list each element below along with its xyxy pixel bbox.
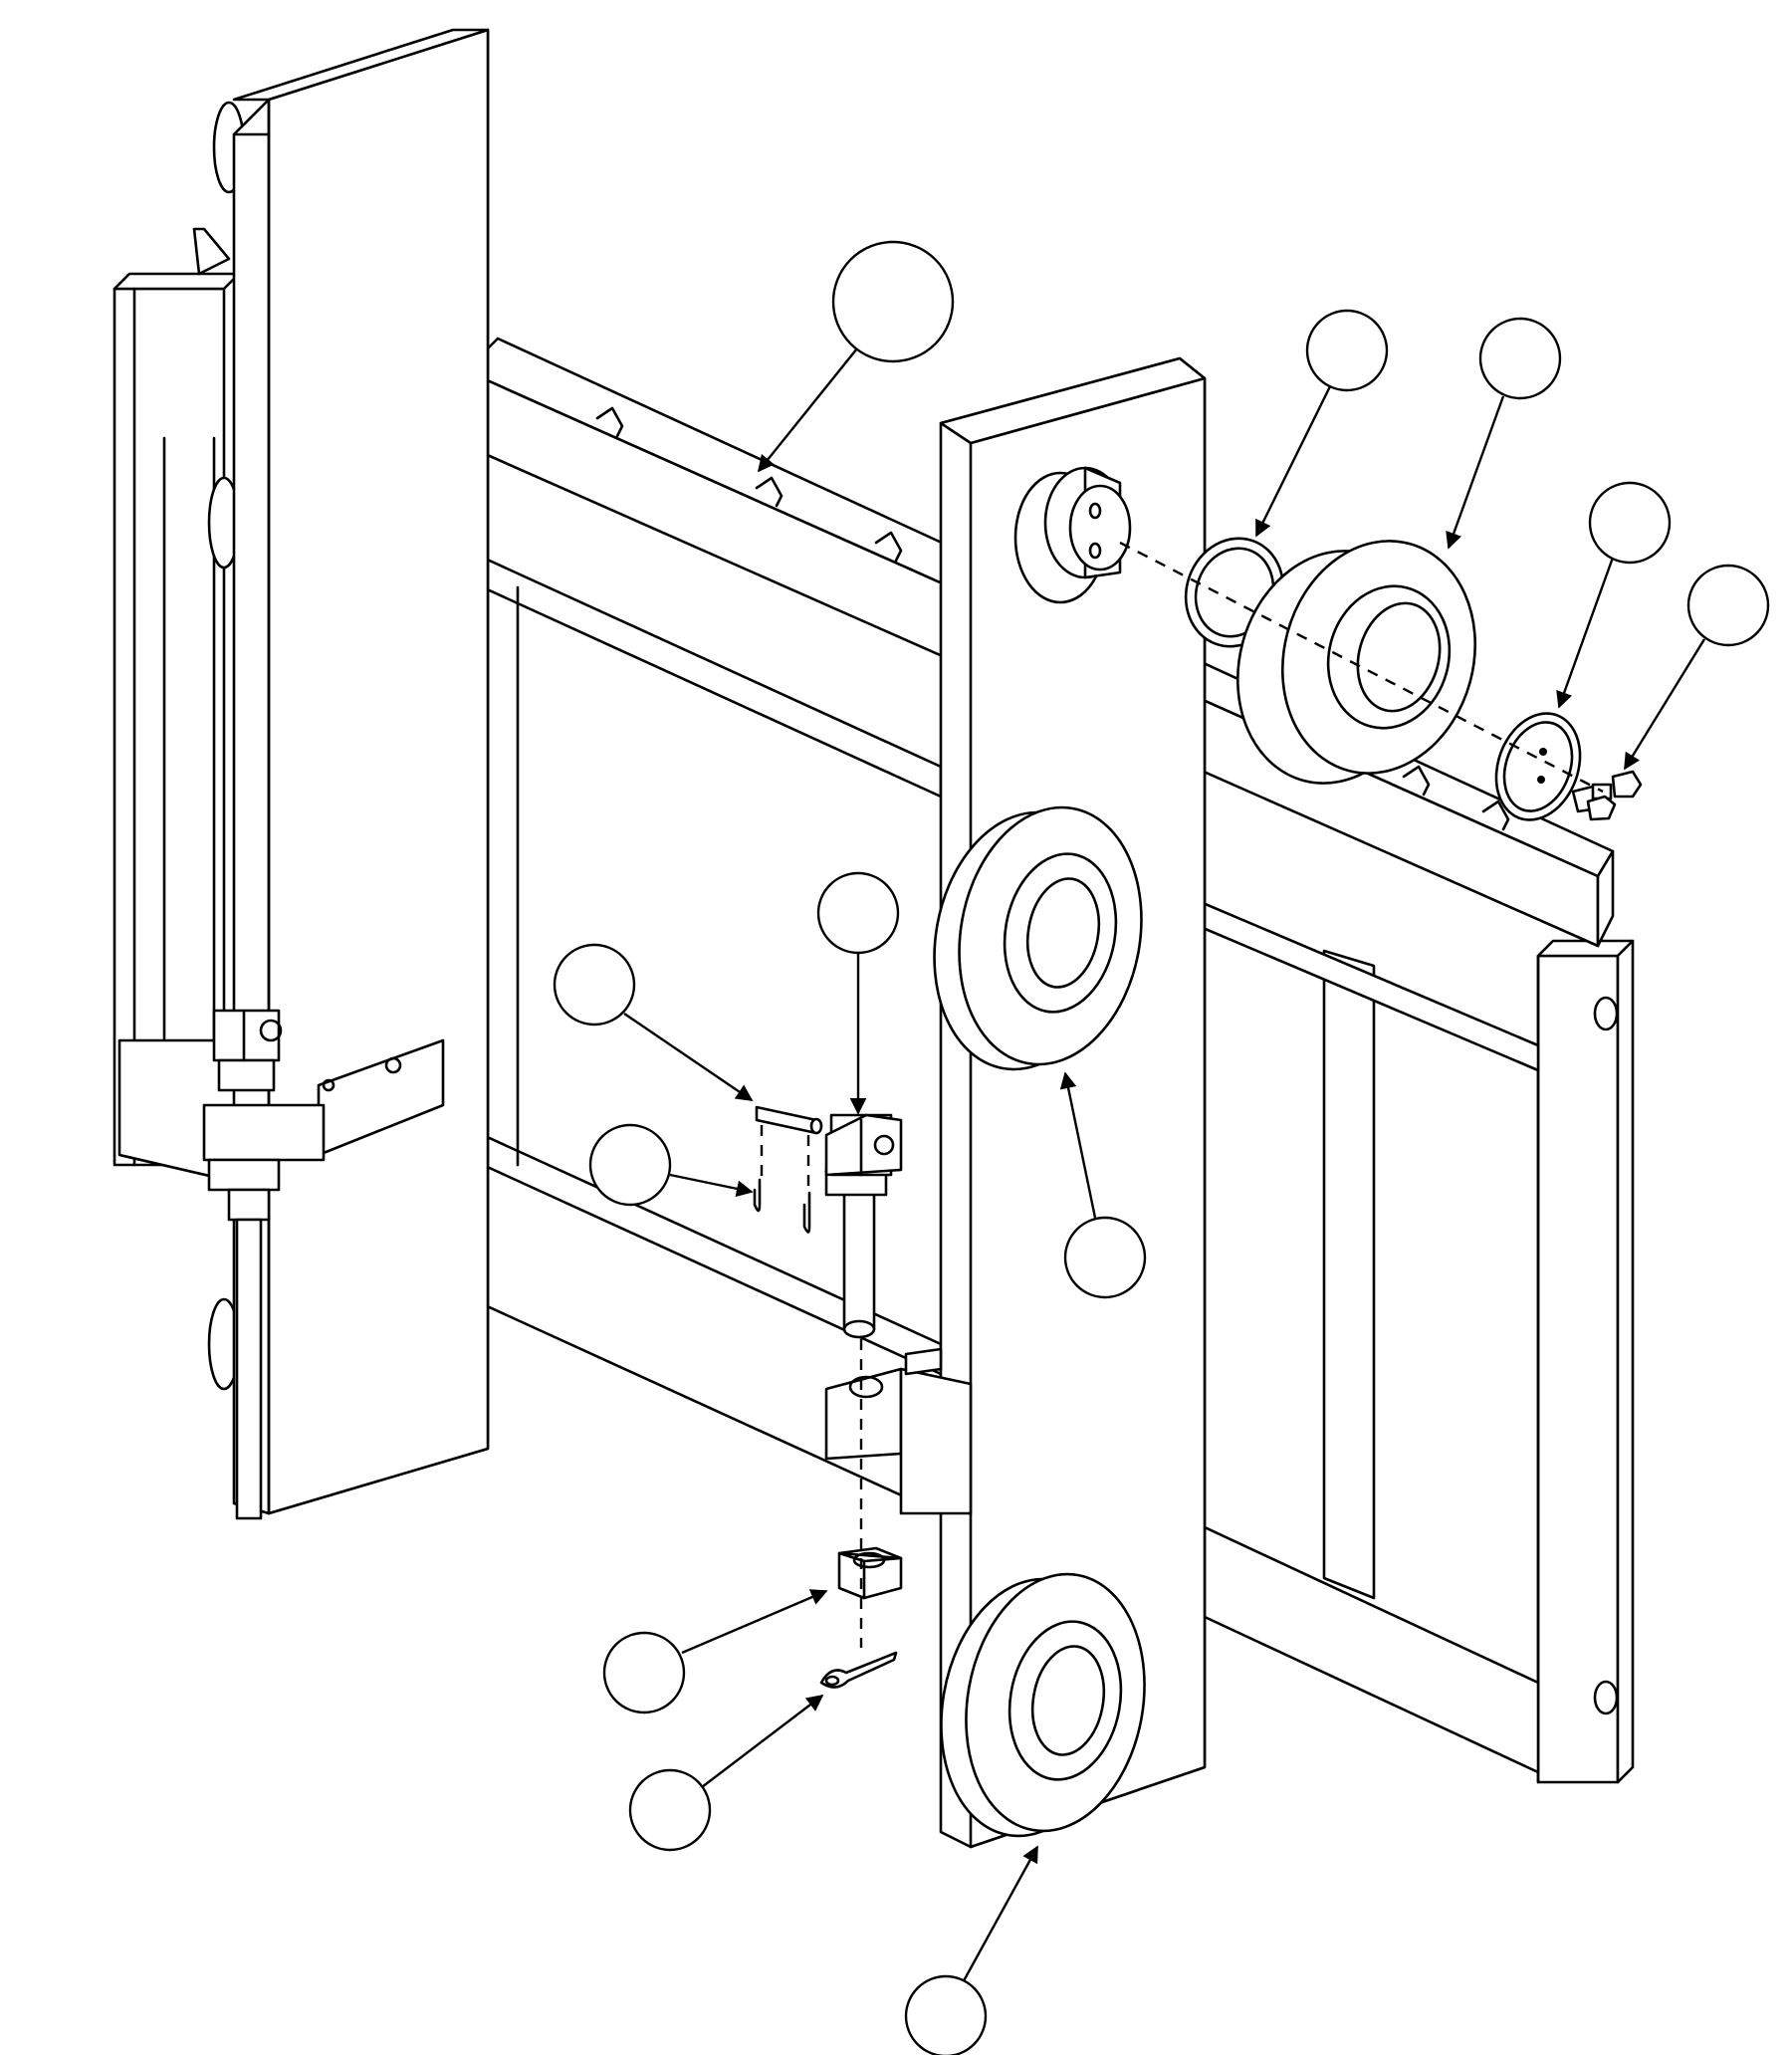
bolts: [1571, 770, 1643, 821]
clevis-pin: [755, 1105, 823, 1135]
roller-middle: [933, 805, 1143, 1071]
nut: [837, 1546, 903, 1600]
callout-seal-ring: [1254, 309, 1389, 538]
roller-lower: [940, 1572, 1146, 1838]
callout-upper-frame: [757, 240, 955, 473]
left-cylinder-bracket: [202, 1009, 445, 1520]
callout-nut: [602, 1589, 828, 1714]
callout-cotter-pins-upper: [588, 1123, 754, 1207]
callout-roller-middle: [1059, 1071, 1147, 1299]
callout-roller-upper: [1446, 317, 1562, 550]
callout-roller-lower: [904, 1845, 1039, 2055]
bottom-rail: [481, 585, 943, 1515]
roller-upper-exploded: [1235, 540, 1477, 785]
cotter-pin-lower: [819, 1651, 898, 1689]
cotter-pins-upper: [753, 1178, 811, 1234]
right-frame-post: [1536, 939, 1635, 1784]
callout-cotter-pin-lower: [628, 1694, 824, 1852]
retainer-plate: [1494, 712, 1582, 821]
axle-stub: [1013, 466, 1132, 604]
callout-clevis-pin: [553, 943, 754, 1101]
clevis-mount-block: [824, 1347, 973, 1515]
lower-frame-bars: [1173, 889, 1540, 1774]
clevis-cylinder: [824, 1113, 903, 1339]
front-plate: [939, 356, 1207, 1849]
callout-bolts: [1623, 564, 1770, 771]
callout-clevis-cylinder: [816, 871, 900, 1115]
callout-retainer-plate: [1556, 481, 1672, 709]
axis-line-upper: [1119, 541, 1604, 794]
